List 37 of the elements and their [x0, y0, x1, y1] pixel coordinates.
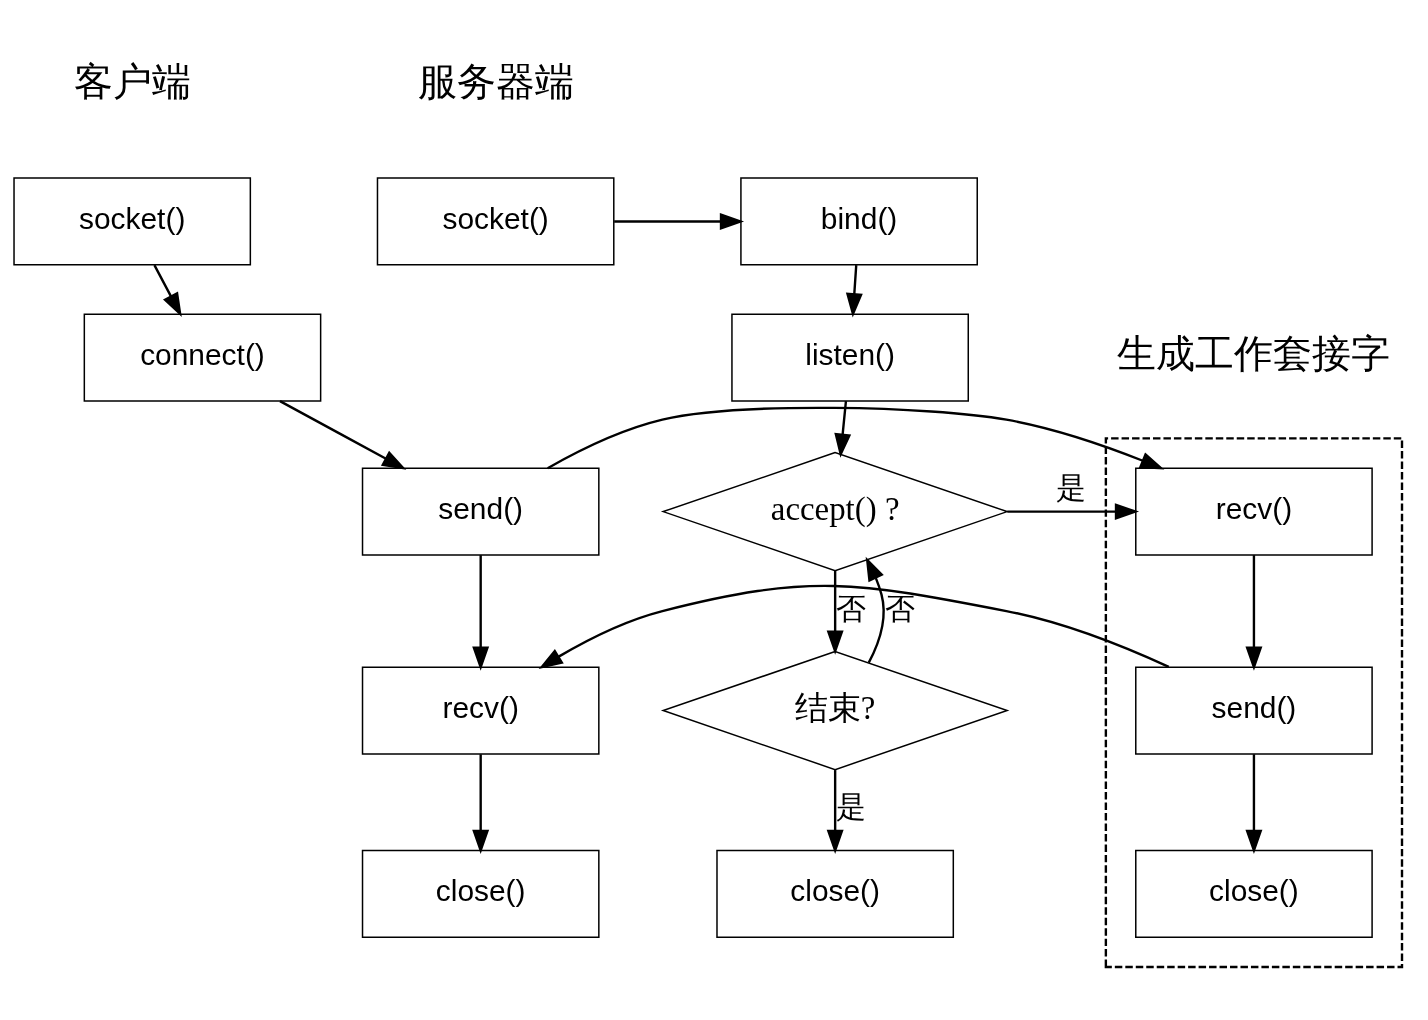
- label: 服务器端: [417, 59, 574, 103]
- arrow: [1245, 753, 1263, 854]
- edge-label: 否: [835, 591, 866, 625]
- edge-label: 是: [835, 789, 866, 823]
- edge-label: 是: [1056, 470, 1087, 504]
- edge-label: 否: [885, 591, 916, 625]
- node-box: close(): [716, 849, 955, 938]
- arrow: [826, 570, 844, 655]
- arrow: [834, 400, 852, 458]
- node-box: socket(): [13, 176, 252, 266]
- arrow: [472, 554, 490, 671]
- node-box: socket(): [376, 176, 615, 266]
- arrow: [865, 556, 885, 663]
- node-box: recv(): [1135, 467, 1373, 556]
- cluster: [1104, 436, 1404, 968]
- arrow: [826, 769, 844, 854]
- node-box: listen(): [731, 312, 969, 402]
- node-box: bind(): [740, 176, 978, 266]
- node-box: close(): [361, 849, 600, 938]
- arrow: [845, 264, 863, 317]
- arrow: [1245, 554, 1263, 671]
- arrow: [153, 264, 182, 317]
- node-diamond: 结束?: [660, 650, 1010, 770]
- label: 客户端: [73, 59, 191, 103]
- node-box: close(): [1135, 849, 1373, 938]
- node-box: send(): [361, 467, 600, 556]
- node-box: connect(): [83, 312, 322, 402]
- arrow: [1007, 502, 1140, 520]
- arrow: [279, 399, 407, 470]
- node-box: send(): [1135, 665, 1373, 755]
- node-diamond: accept() ?: [660, 451, 1010, 571]
- arrow: [538, 584, 1170, 669]
- arrow: [472, 753, 490, 854]
- arrow: [614, 212, 745, 230]
- node-box: recv(): [361, 665, 600, 755]
- arrow: [547, 406, 1165, 469]
- label: 生成工作套接字: [1117, 331, 1391, 375]
